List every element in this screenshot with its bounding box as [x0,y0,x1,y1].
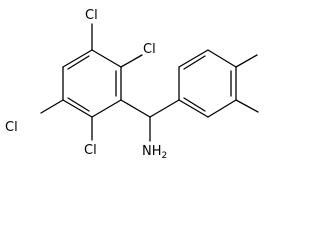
chlorine-label-bottom: Cl [84,143,97,158]
amine-label-main: NH [142,144,162,159]
chlorine-label-top: Cl [85,8,98,23]
bond-ring1-a [91,49,122,68]
dimethylphenyl-ring [178,49,237,118]
bond-ring1-to-ch [120,99,151,118]
tetrachlorophenyl-ring [62,49,122,118]
double-bond-ring2-1 [183,55,206,70]
bond-ring2-c [207,49,237,68]
bond-ring2-b [178,49,209,68]
amine-label-subscript: 2 [162,151,168,161]
bond-ring1-f [62,49,93,68]
double-bond-ring2-3 [183,97,206,112]
bond-ring2-f [178,99,209,118]
bond-cl-upper-right [120,54,143,68]
bond-ring1-c [91,99,122,118]
bond-methyl-top [235,54,258,68]
chlorine-label-left: Cl [5,120,18,135]
bond-ring1-d [62,99,93,118]
bond-ring2-e [207,99,237,118]
bond-methyl-bottom [235,99,259,113]
bond-cl-left [40,99,64,114]
molecule-diagram: Cl Cl Cl Cl NH2 [5,8,259,161]
double-bond-ring1-2 [67,97,90,112]
double-bond-ring1-3 [67,55,90,70]
bond-ch-to-ring2 [149,99,180,118]
structure-svg: Cl Cl Cl Cl NH2 [5,8,259,161]
amine-label: NH2 [142,144,167,161]
chlorine-label-upper-right: Cl [143,42,156,57]
